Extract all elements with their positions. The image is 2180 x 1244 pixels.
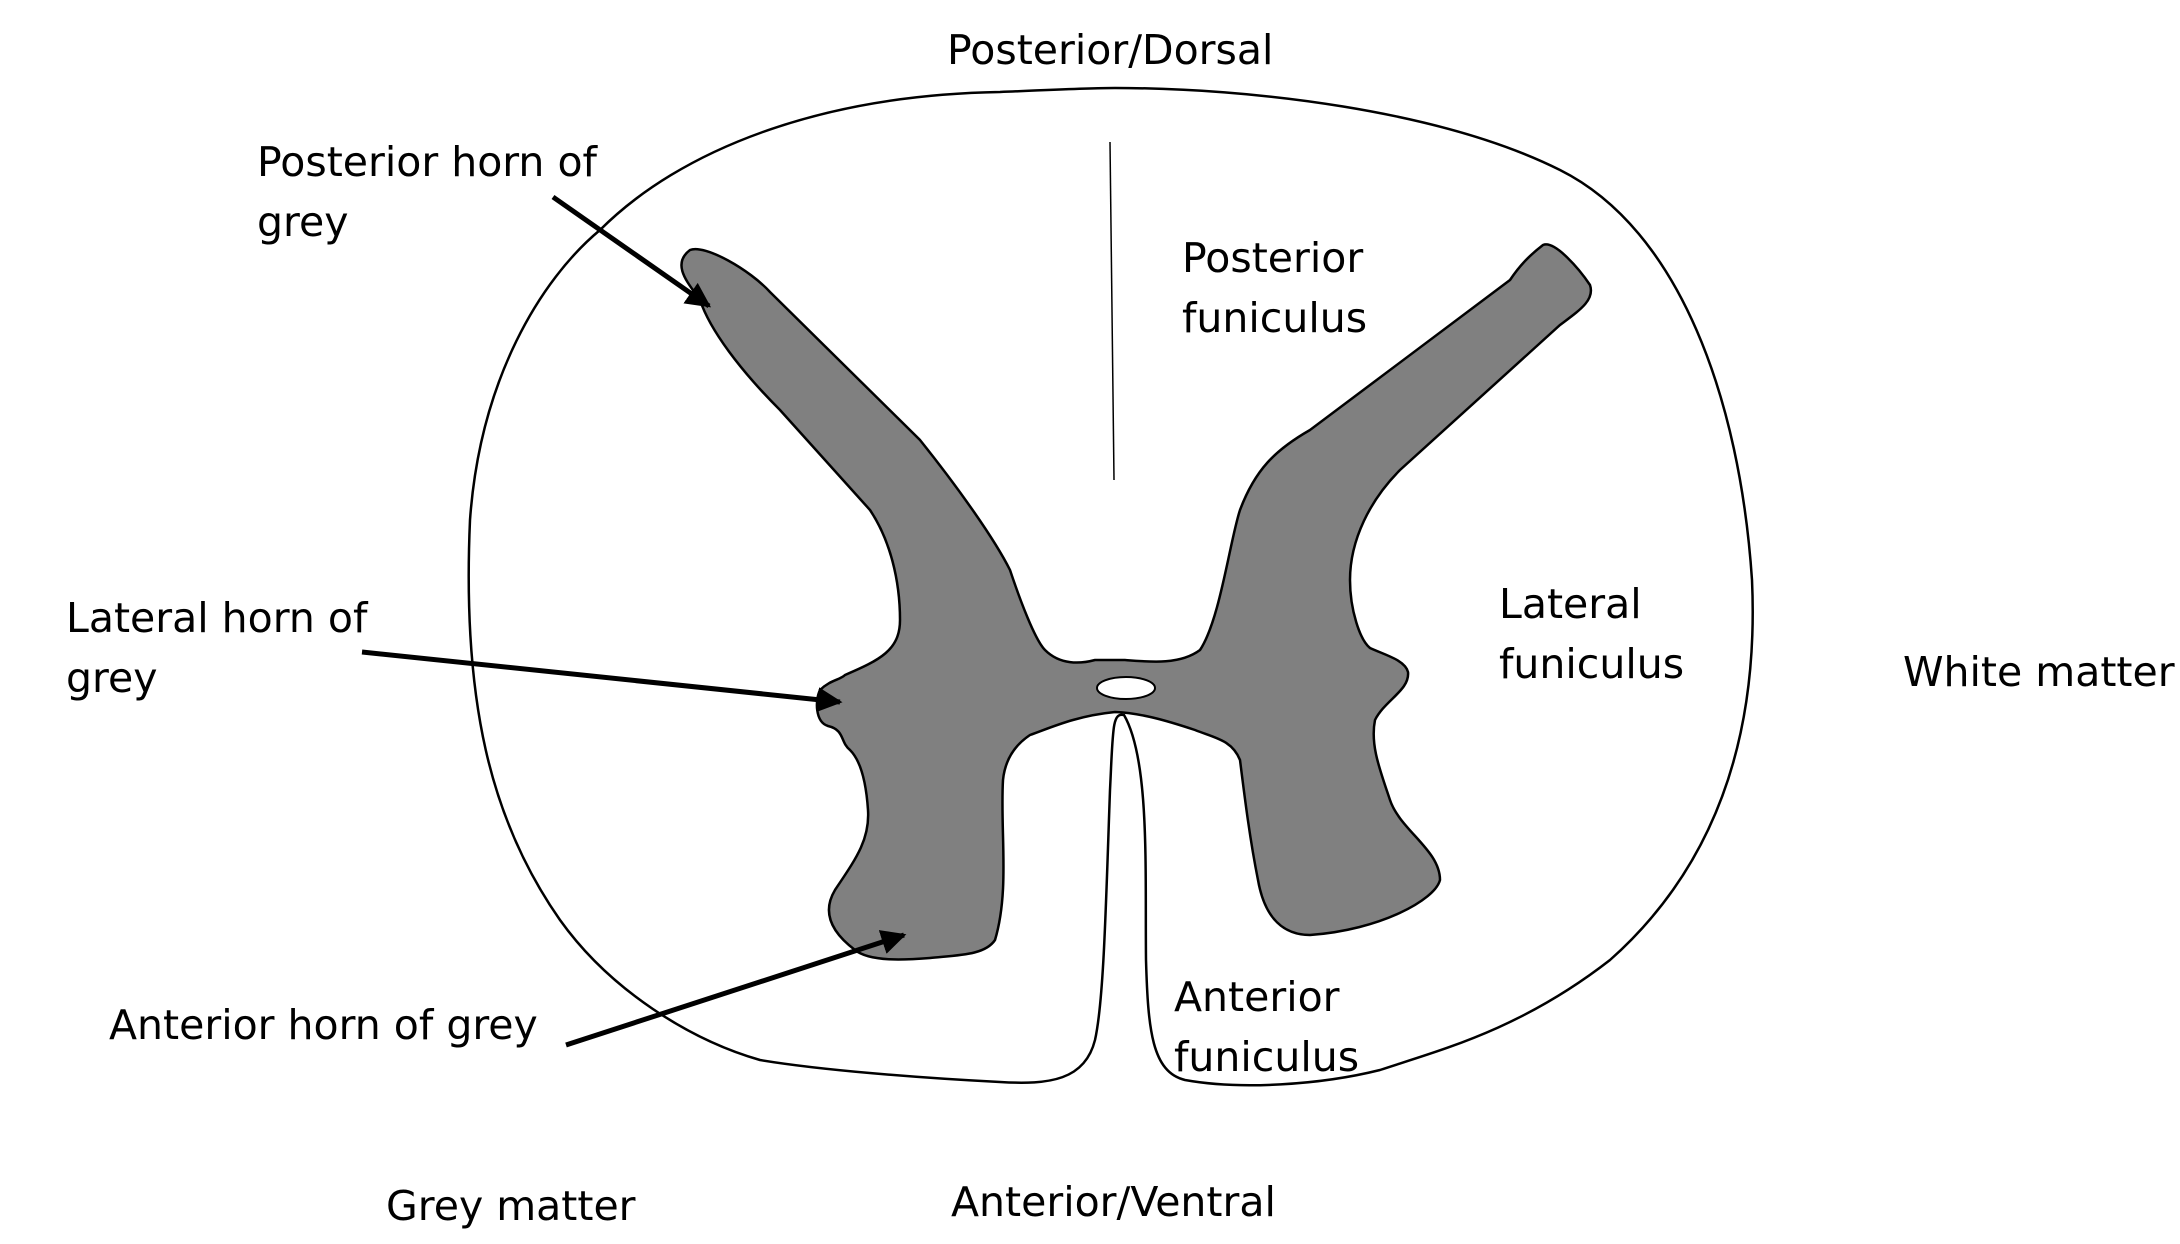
white-matter-label: White matter xyxy=(1903,648,2175,696)
lateral-funiculus-label: Lateral funiculus xyxy=(1499,574,1684,694)
lateral-horn-label-line-2: grey xyxy=(66,654,158,702)
anterior-funiculus-label: Anterior funiculus xyxy=(1174,967,1359,1087)
anterior-ventral-label: Anterior/Ventral xyxy=(951,1178,1276,1226)
lateral-funiculus-label-line-1: Lateral xyxy=(1499,580,1642,628)
posterior-funiculus-label-line-2: funiculus xyxy=(1182,294,1368,342)
posterior-horn-label-line-1: Posterior horn of xyxy=(257,138,597,186)
posterior-horn-arrow xyxy=(551,194,712,309)
grey-matter xyxy=(680,243,1593,961)
lateral-horn-label: Lateral horn of grey xyxy=(66,588,367,708)
posterior-funiculus-label-line-1: Posterior xyxy=(1182,234,1364,282)
anterior-funiculus-label-line-1: Anterior xyxy=(1174,973,1340,1021)
anterior-horn-label: Anterior horn of grey xyxy=(109,1001,538,1049)
posterior-horn-label: Posterior horn of grey xyxy=(257,132,597,252)
posterior-dorsal-label: Posterior/Dorsal xyxy=(947,26,1274,74)
central-canal xyxy=(1096,676,1156,700)
posterior-horn-label-line-2: grey xyxy=(257,198,349,246)
lateral-horn-arrow xyxy=(361,649,843,713)
anterior-funiculus-label-line-2: funiculus xyxy=(1174,1033,1360,1081)
grey-matter-label: Grey matter xyxy=(386,1182,636,1230)
posterior-median-septum xyxy=(1109,141,1115,481)
posterior-funiculus-label: Posterior funiculus xyxy=(1182,228,1367,348)
anterior-horn-arrow xyxy=(565,930,907,1048)
lateral-horn-label-line-1: Lateral horn of xyxy=(66,594,368,642)
lateral-funiculus-label-line-2: funiculus xyxy=(1499,640,1685,688)
